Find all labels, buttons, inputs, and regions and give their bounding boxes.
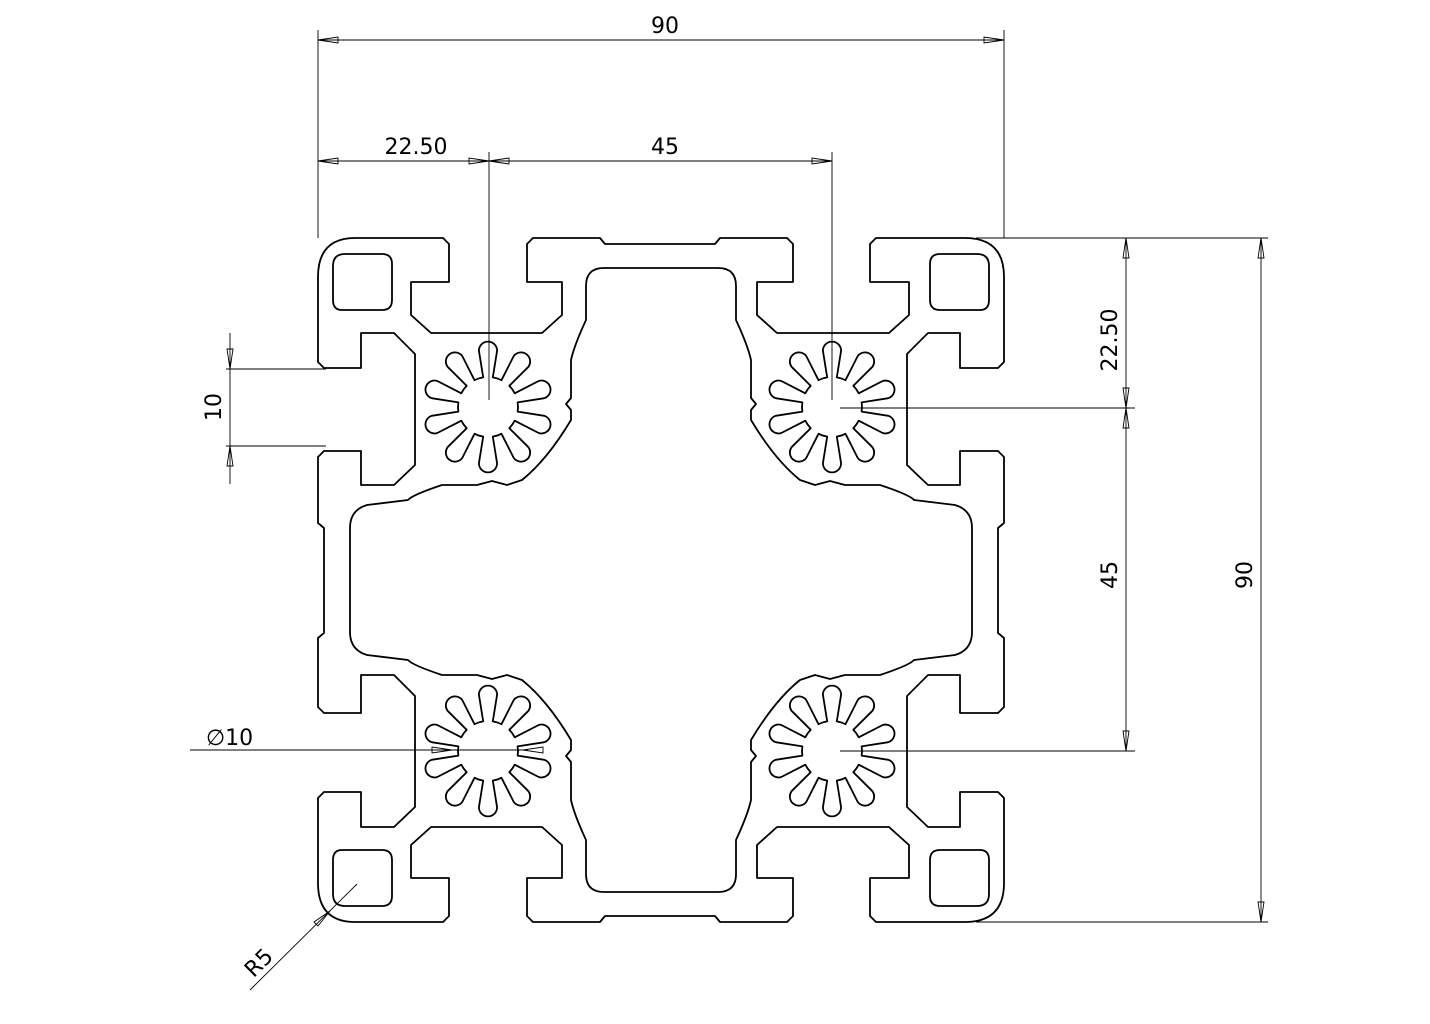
dim-overall-width-label: 90 (651, 14, 679, 39)
dim-corner-radius-label: R5 (240, 944, 278, 982)
core-bore-top-left (424, 340, 552, 474)
dimension-annotations: 90 22.50 45 22.50 45 90 1 (190, 14, 1268, 991)
dim-bore-diameter-label: ∅10 (206, 726, 253, 751)
dim-overall-height-label: 90 (1233, 561, 1258, 589)
core-bore-bottom-left (424, 684, 552, 818)
dim-top-offset-label: 22.50 (1098, 309, 1123, 372)
dim-slot-width-label: 10 (202, 393, 227, 421)
profile-outline (317, 237, 1005, 923)
dim-center-spacing-h-label: 45 (651, 135, 679, 160)
core-bore-bottom-right (768, 684, 896, 818)
dim-center-spacing-v-label: 45 (1098, 561, 1123, 589)
dim-left-offset-label: 22.50 (385, 135, 448, 160)
core-bore-top-right (768, 340, 896, 474)
